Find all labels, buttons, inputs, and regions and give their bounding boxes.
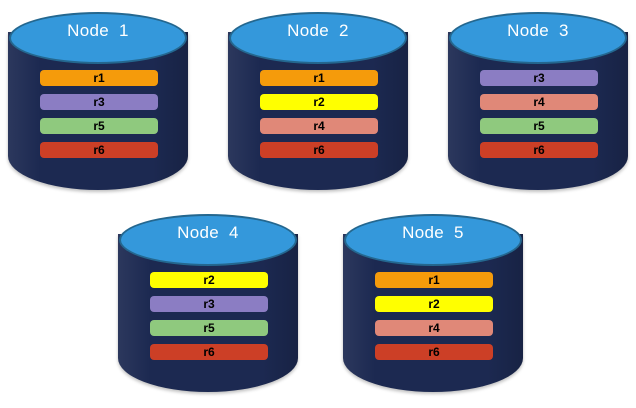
replica-bar-r4[interactable]: r4 (375, 320, 493, 336)
replica-list: r2 r3 r5 r6 (150, 272, 268, 360)
node-top-ellipse (229, 12, 407, 64)
node-cylinder-1[interactable]: Node 1 r1 r3 r5 r6 (8, 10, 188, 190)
replica-bar-r2[interactable]: r2 (150, 272, 268, 288)
node-cylinder-3[interactable]: Node 3 r3 r4 r5 r6 (448, 10, 628, 190)
replica-bar-r2[interactable]: r2 (375, 296, 493, 312)
node-cylinder-4[interactable]: Node 4 r2 r3 r5 r6 (118, 212, 298, 392)
replica-bar-r1[interactable]: r1 (40, 70, 158, 86)
replica-bar-r6[interactable]: r6 (40, 142, 158, 158)
node-top-ellipse (344, 214, 522, 266)
replica-bar-r4[interactable]: r4 (260, 118, 378, 134)
node-label: Node 3 (507, 21, 569, 40)
replica-bar-r6[interactable]: r6 (480, 142, 598, 158)
replica-bar-r1[interactable]: r1 (260, 70, 378, 86)
node-top-ellipse (9, 12, 187, 64)
replica-bar-r3[interactable]: r3 (150, 296, 268, 312)
node-label: Node 4 (177, 223, 239, 242)
node-cylinder-2[interactable]: Node 2 r1 r2 r4 r6 (228, 10, 408, 190)
replica-list: r1 r2 r4 r6 (375, 272, 493, 360)
node-cylinder-5[interactable]: Node 5 r1 r2 r4 r6 (343, 212, 523, 392)
replica-bar-r1[interactable]: r1 (375, 272, 493, 288)
replica-bar-r5[interactable]: r5 (480, 118, 598, 134)
node-top-ellipse (449, 12, 627, 64)
replica-list: r1 r2 r4 r6 (260, 70, 378, 158)
replica-bar-r6[interactable]: r6 (375, 344, 493, 360)
replica-bar-r4[interactable]: r4 (480, 94, 598, 110)
replica-bar-r6[interactable]: r6 (150, 344, 268, 360)
node-label: Node 1 (67, 21, 129, 40)
node-label: Node 5 (402, 223, 464, 242)
replica-bar-r5[interactable]: r5 (40, 118, 158, 134)
replica-list: r1 r3 r5 r6 (40, 70, 158, 158)
node-body (228, 32, 408, 190)
replica-bar-r6[interactable]: r6 (260, 142, 378, 158)
replica-list: r3 r4 r5 r6 (480, 70, 598, 158)
replica-bar-r3[interactable]: r3 (40, 94, 158, 110)
replica-bar-r3[interactable]: r3 (480, 70, 598, 86)
node-top-ellipse (119, 214, 297, 266)
replica-bar-r2[interactable]: r2 (260, 94, 378, 110)
replica-bar-r5[interactable]: r5 (150, 320, 268, 336)
node-label: Node 2 (287, 21, 349, 40)
